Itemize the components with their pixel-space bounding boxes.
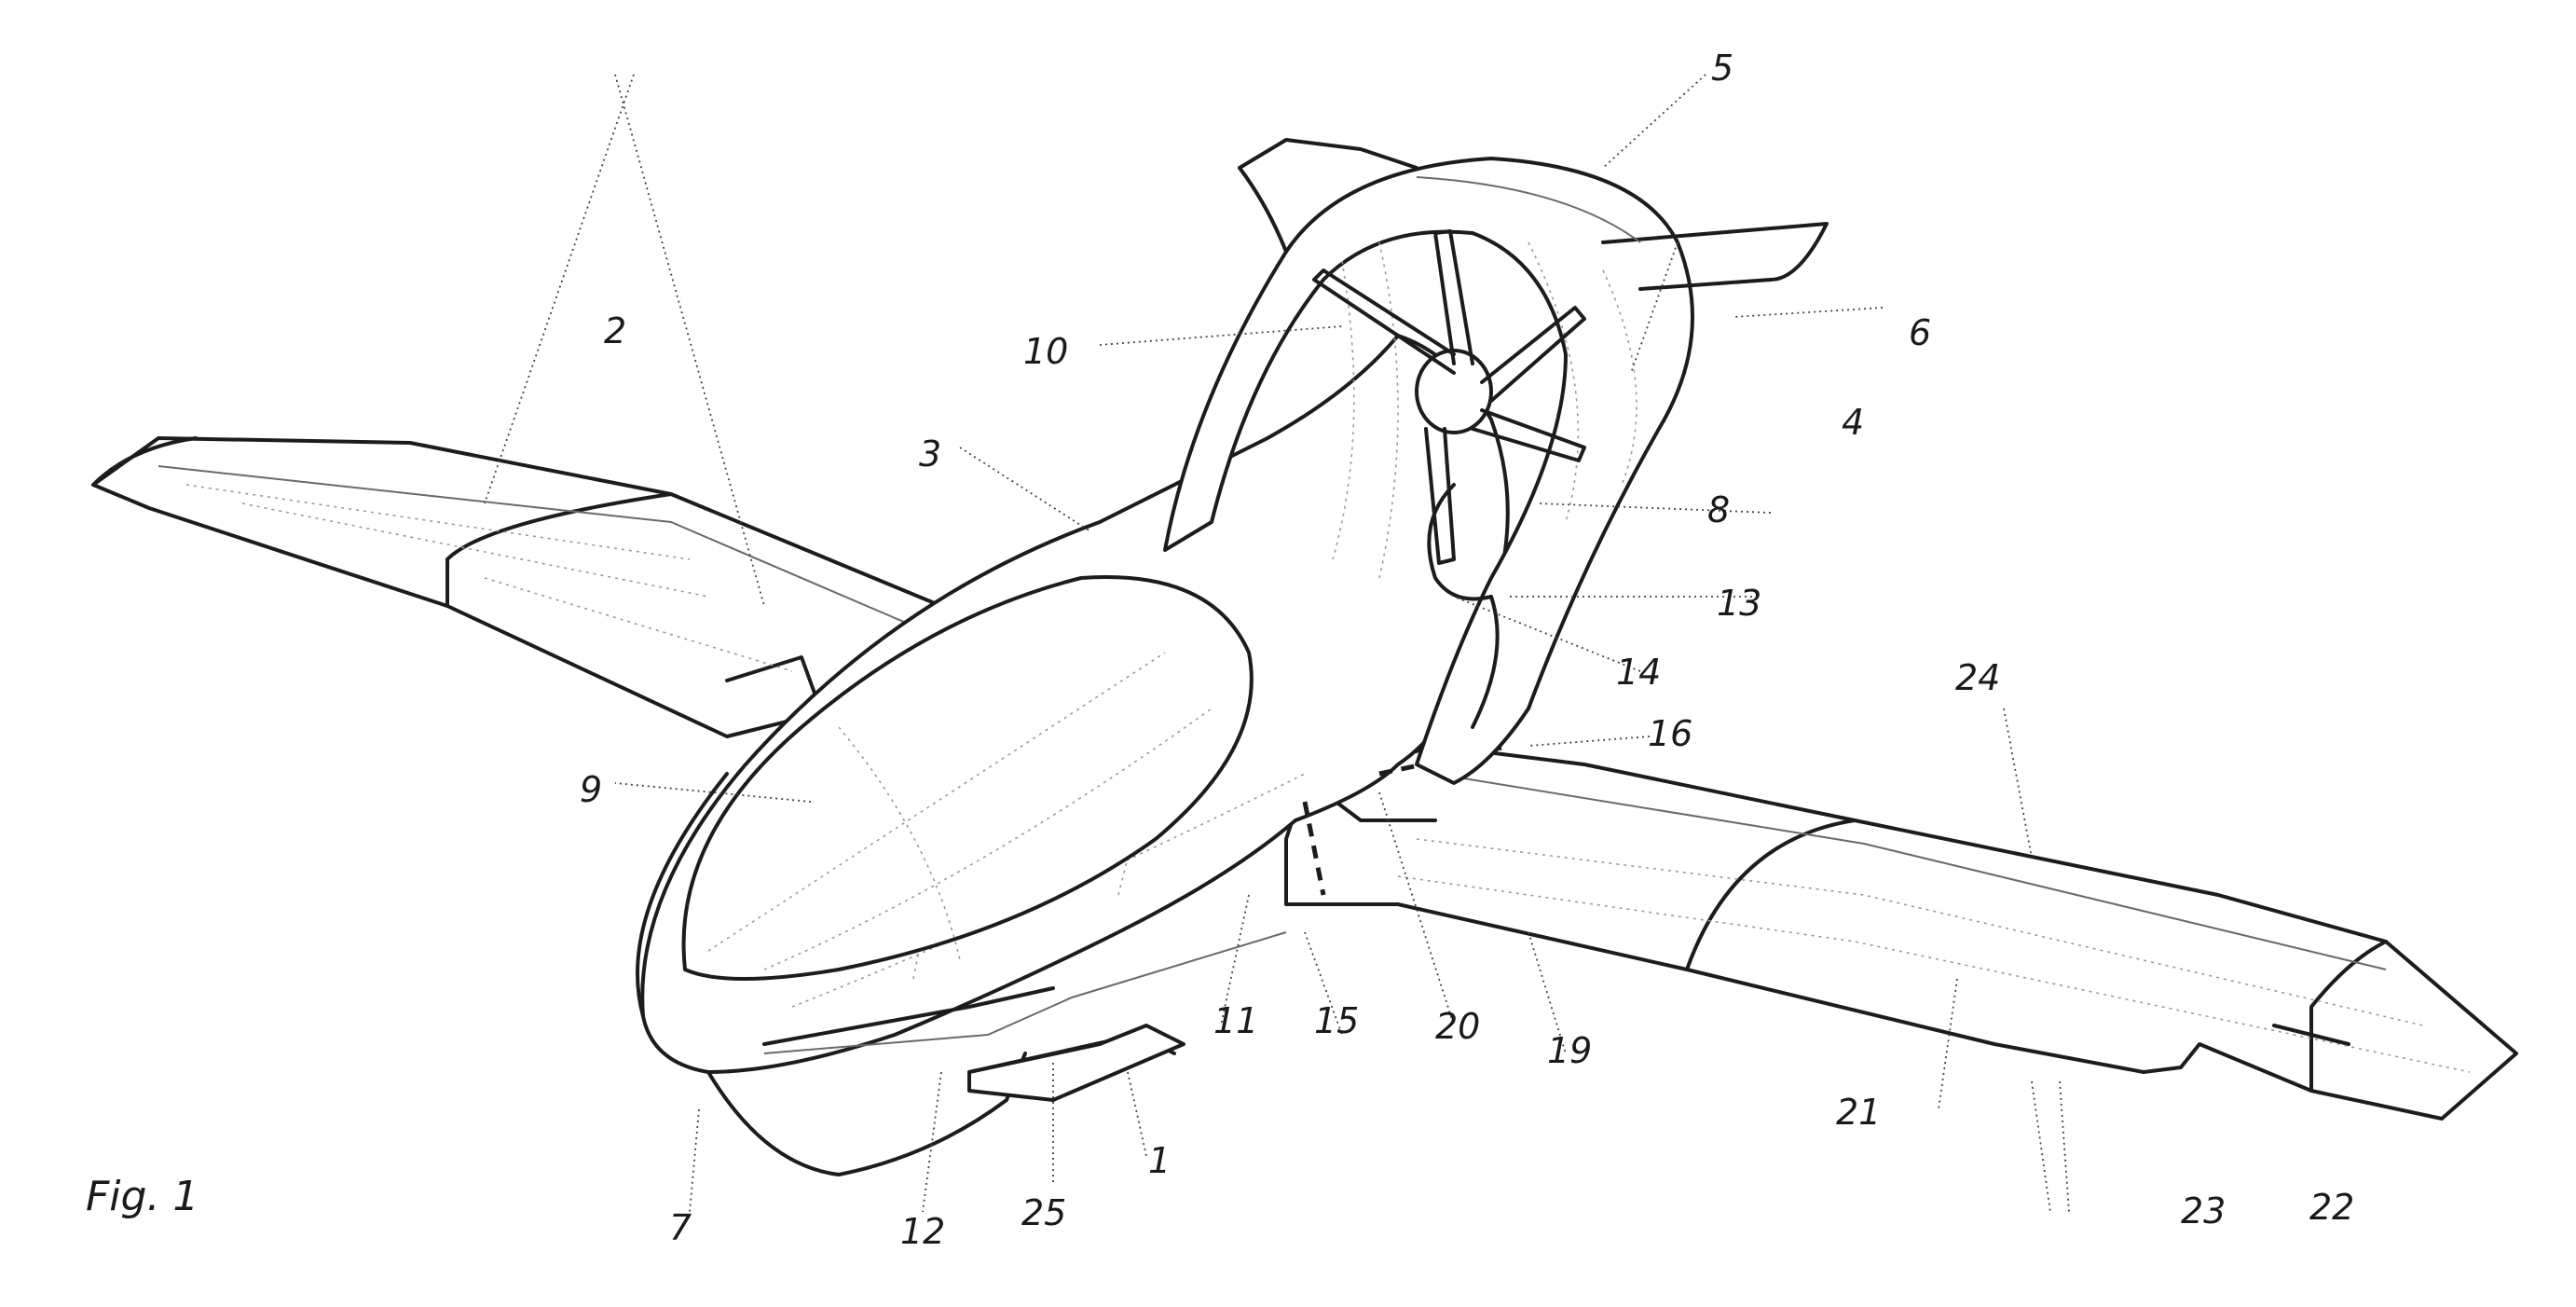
ref-15: 15 — [1314, 1000, 1359, 1041]
tail-nacelle — [1163, 138, 1829, 785]
ref-11: 11 — [1213, 1000, 1258, 1041]
right-wing — [1284, 744, 2518, 1121]
reference-numerals: 1 2 3 4 5 6 7 8 9 10 11 12 13 14 15 16 1… — [580, 48, 2354, 1252]
ref-6: 6 — [1909, 312, 1931, 353]
ref-5: 5 — [1711, 48, 1733, 89]
ref-2: 2 — [604, 310, 626, 351]
ref-12: 12 — [900, 1211, 945, 1252]
ref-25: 25 — [1021, 1192, 1066, 1233]
ref-10: 10 — [1023, 331, 1068, 372]
ref-20: 20 — [1435, 1006, 1480, 1047]
ref-7: 7 — [669, 1207, 692, 1248]
ref-1: 1 — [1148, 1140, 1171, 1181]
landing-skid — [967, 1024, 1185, 1102]
ref-9: 9 — [580, 769, 602, 810]
ref-19: 19 — [1547, 1030, 1592, 1071]
leader-lines — [484, 74, 2070, 1213]
canopy — [636, 575, 1254, 1018]
ref-22: 22 — [2309, 1187, 2354, 1228]
left-wing — [91, 436, 943, 738]
ref-14: 14 — [1616, 652, 1661, 693]
ref-8: 8 — [1707, 489, 1730, 530]
ref-4: 4 — [1842, 402, 1864, 443]
ref-3: 3 — [919, 433, 941, 475]
ref-16: 16 — [1648, 713, 1692, 754]
ref-24: 24 — [1955, 657, 2000, 698]
ref-13: 13 — [1717, 583, 1761, 624]
figure-caption: Fig. 1 — [86, 1173, 199, 1220]
propeller — [1312, 229, 1586, 565]
ref-21: 21 — [1836, 1092, 1881, 1133]
ref-23: 23 — [2181, 1190, 2226, 1231]
